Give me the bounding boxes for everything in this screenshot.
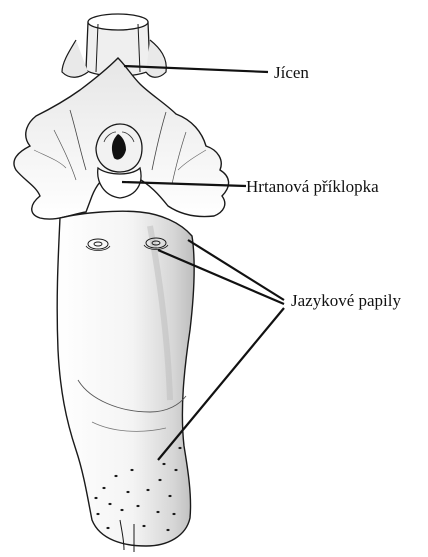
larynx-opening [96,124,142,172]
label-esophagus: Jícen [274,64,309,81]
label-epiglottis: Hrtanová příklopka [246,178,379,195]
tongue-body [57,211,194,552]
label-tongue-papillae: Jazykové papily [291,292,401,309]
